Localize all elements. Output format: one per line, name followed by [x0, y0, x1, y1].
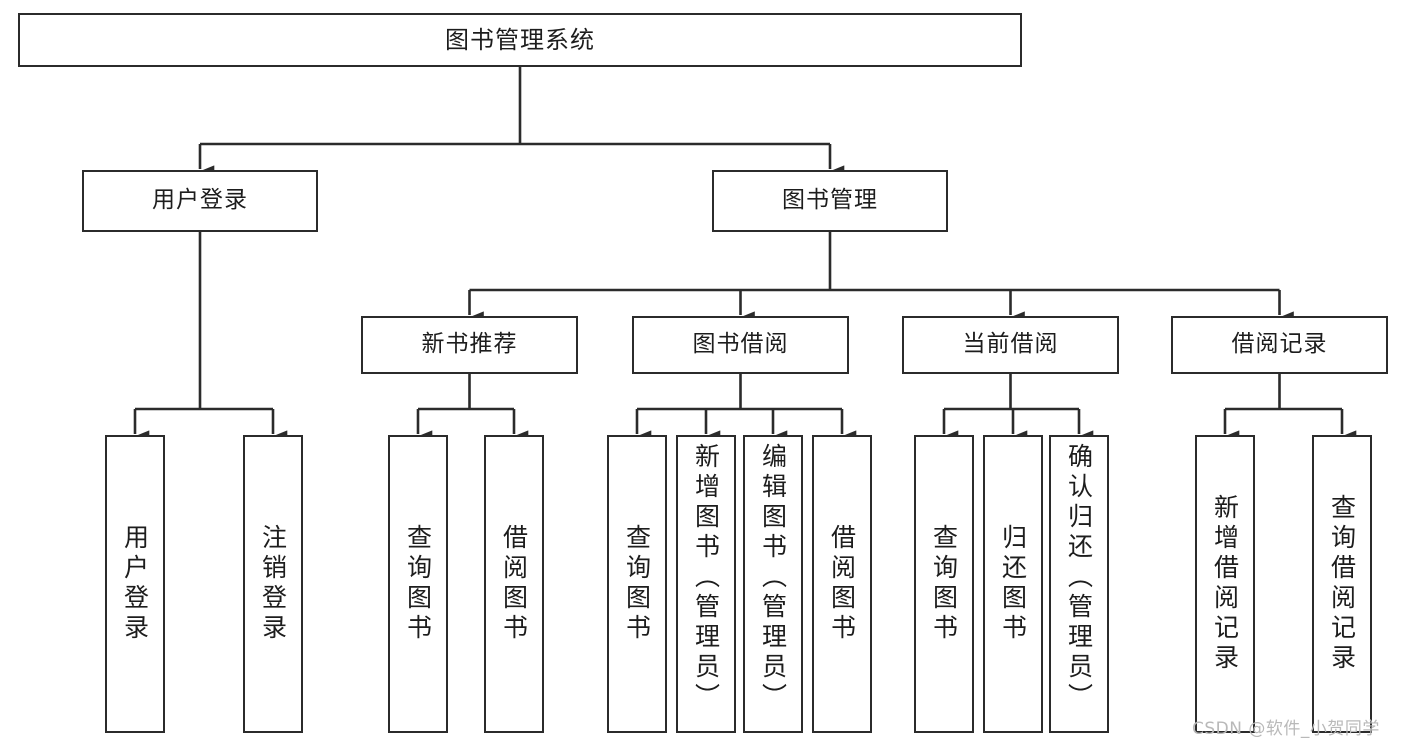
node-user-login-label: 用户登录 — [152, 187, 248, 214]
node-current-borrow[interactable]: 当前借阅 — [902, 316, 1119, 374]
leaf-confirm-return-label: 确认归还（管理员） — [1064, 443, 1094, 713]
node-borrow-record-label: 借阅记录 — [1231, 331, 1328, 358]
node-book-borrow[interactable]: 图书借阅 — [632, 316, 849, 374]
leaf-borrow-book-label: 借阅图书 — [827, 524, 857, 644]
leaf-add-borrow-record[interactable]: 新增借阅记录 — [1195, 435, 1255, 733]
leaf-add-book[interactable]: 新增图书（管理员） — [676, 435, 736, 733]
leaf-query-book-current-label: 查询图书 — [929, 524, 959, 644]
node-book-manage[interactable]: 图书管理 — [712, 170, 948, 232]
node-book-borrow-label: 图书借阅 — [692, 331, 789, 358]
node-book-manage-label: 图书管理 — [782, 187, 878, 214]
csdn-watermark: CSDN @软件_小贺同学 — [1192, 719, 1380, 739]
leaf-return-book-label: 归还图书 — [998, 524, 1028, 644]
leaf-query-book-current[interactable]: 查询图书 — [914, 435, 974, 733]
leaf-user-login-label: 用户登录 — [120, 524, 150, 644]
node-user-login[interactable]: 用户登录 — [82, 170, 318, 232]
leaf-borrow-book-recommend-label: 借阅图书 — [499, 524, 529, 644]
leaf-return-book[interactable]: 归还图书 — [983, 435, 1043, 733]
leaf-query-borrow-record-label: 查询借阅记录 — [1327, 494, 1357, 674]
leaf-user-login[interactable]: 用户登录 — [105, 435, 165, 733]
node-current-borrow-label: 当前借阅 — [962, 331, 1059, 358]
leaf-query-book-borrow-label: 查询图书 — [622, 524, 652, 644]
leaf-user-logout-label: 注销登录 — [258, 524, 288, 644]
leaf-user-logout[interactable]: 注销登录 — [243, 435, 303, 733]
node-root-label: 图书管理系统 — [445, 25, 595, 54]
leaf-add-book-label: 新增图书（管理员） — [691, 443, 721, 713]
leaf-query-borrow-record[interactable]: 查询借阅记录 — [1312, 435, 1372, 733]
leaf-add-borrow-record-label: 新增借阅记录 — [1210, 494, 1240, 674]
node-new-book-recommend-label: 新书推荐 — [421, 331, 518, 358]
leaf-borrow-book[interactable]: 借阅图书 — [812, 435, 872, 733]
leaf-query-book-recommend[interactable]: 查询图书 — [388, 435, 448, 733]
node-root[interactable]: 图书管理系统 — [18, 13, 1022, 67]
leaf-query-book-recommend-label: 查询图书 — [403, 524, 433, 644]
leaf-query-book-borrow[interactable]: 查询图书 — [607, 435, 667, 733]
leaf-edit-book-label: 编辑图书（管理员） — [758, 443, 788, 713]
node-new-book-recommend[interactable]: 新书推荐 — [361, 316, 578, 374]
leaf-confirm-return[interactable]: 确认归还（管理员） — [1049, 435, 1109, 733]
leaf-edit-book[interactable]: 编辑图书（管理员） — [743, 435, 803, 733]
leaf-borrow-book-recommend[interactable]: 借阅图书 — [484, 435, 544, 733]
node-borrow-record[interactable]: 借阅记录 — [1171, 316, 1388, 374]
